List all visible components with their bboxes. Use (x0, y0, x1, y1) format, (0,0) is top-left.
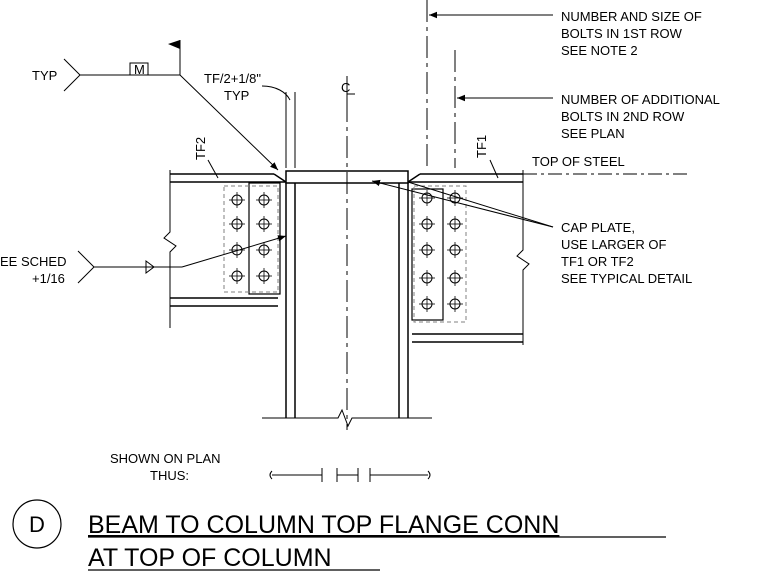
note-cap-plate-l4: SEE TYPICAL DETAIL (561, 271, 692, 286)
note-bolts-row1-l1: NUMBER AND SIZE OF (561, 9, 702, 24)
gap-dim-l1: TF/2+1/8" (204, 71, 261, 86)
bolt-icon (447, 270, 463, 286)
centerline-symbol-icon: C (341, 76, 355, 100)
note-bolts-row1-l3: SEE NOTE 2 (561, 43, 638, 58)
weld-symbol-box (129, 62, 149, 76)
note-bolts-row1-l2: BOLTS IN 1ST ROW (561, 26, 683, 41)
bolt-icon (256, 268, 272, 284)
bolt-icon (256, 216, 272, 232)
note-top-of-steel: TOP OF STEEL (532, 154, 625, 169)
bolt-icon (419, 296, 435, 312)
bolt-icon (419, 216, 435, 232)
detail-bubble (12, 499, 62, 549)
note-bolts-row2-l3: SEE PLAN (561, 126, 625, 141)
bolt-icon (256, 192, 272, 208)
tf2-label: TF2 (193, 137, 208, 160)
note-bolts-row2-l2: BOLTS IN 2ND ROW (561, 109, 685, 124)
cap-plate (285, 170, 409, 184)
right-bolt-group (419, 190, 463, 312)
right-beam-web-hidden (413, 185, 467, 323)
note-cap-plate-l1: CAP PLATE, (561, 220, 635, 235)
sched-weld-arrow (181, 235, 287, 268)
tf1-leader (489, 159, 499, 179)
left-weld-bevel (273, 173, 287, 183)
note-cap-plate-l2: USE LARGER OF (561, 237, 667, 252)
bolt-icon (419, 242, 435, 258)
sched-weld-leader (77, 250, 95, 284)
leader-cap-plate-2 (407, 181, 554, 228)
left-beam (163, 170, 286, 328)
tf2-leader (207, 159, 219, 179)
sched-weld-l1: EE SCHED (0, 254, 66, 269)
detail-letter: D (29, 512, 45, 537)
column (262, 183, 432, 428)
left-bolt-group (229, 192, 272, 284)
note-bolts-row2-l1: NUMBER OF ADDITIONAL (561, 92, 720, 107)
shown-on-plan-l2: THUS: (150, 468, 189, 483)
bolt-icon (229, 242, 245, 258)
right-beam (408, 170, 530, 345)
weld-tail (63, 58, 81, 92)
weld-symbol-m: M (134, 62, 145, 77)
bolt-icon (419, 190, 435, 206)
tf1-label: TF1 (474, 135, 489, 158)
bolt-icon (229, 216, 245, 232)
bolt-icon (447, 296, 463, 312)
bolt-icon (229, 192, 245, 208)
gap-dim-l2: TYP (224, 88, 249, 103)
weld-typ-label: TYP (32, 68, 57, 83)
bolt-icon (447, 242, 463, 258)
bolt-icon (256, 242, 272, 258)
shown-on-plan-l1: SHOWN ON PLAN (110, 451, 221, 466)
detail-title-line2: AT TOP OF COLUMN (88, 544, 332, 572)
centerline-label: C (341, 80, 350, 95)
right-shear-plate (411, 188, 444, 321)
right-weld-bevel (407, 173, 421, 183)
sched-weld-triangle-icon (145, 260, 155, 274)
bolt-icon (229, 268, 245, 284)
bolt-icon (419, 270, 435, 286)
dim-leader (261, 85, 291, 101)
leader-cap-plate (371, 179, 554, 228)
plan-symbol-icon (269, 468, 431, 482)
field-weld-flag-icon (168, 40, 181, 75)
note-cap-plate-l3: TF1 OR TF2 (561, 254, 634, 269)
detail-title-line1: BEAM TO COLUMN TOP FLANGE CONN (88, 511, 559, 539)
bolt-icon (447, 216, 463, 232)
sched-weld-l2: +1/16 (32, 271, 65, 286)
